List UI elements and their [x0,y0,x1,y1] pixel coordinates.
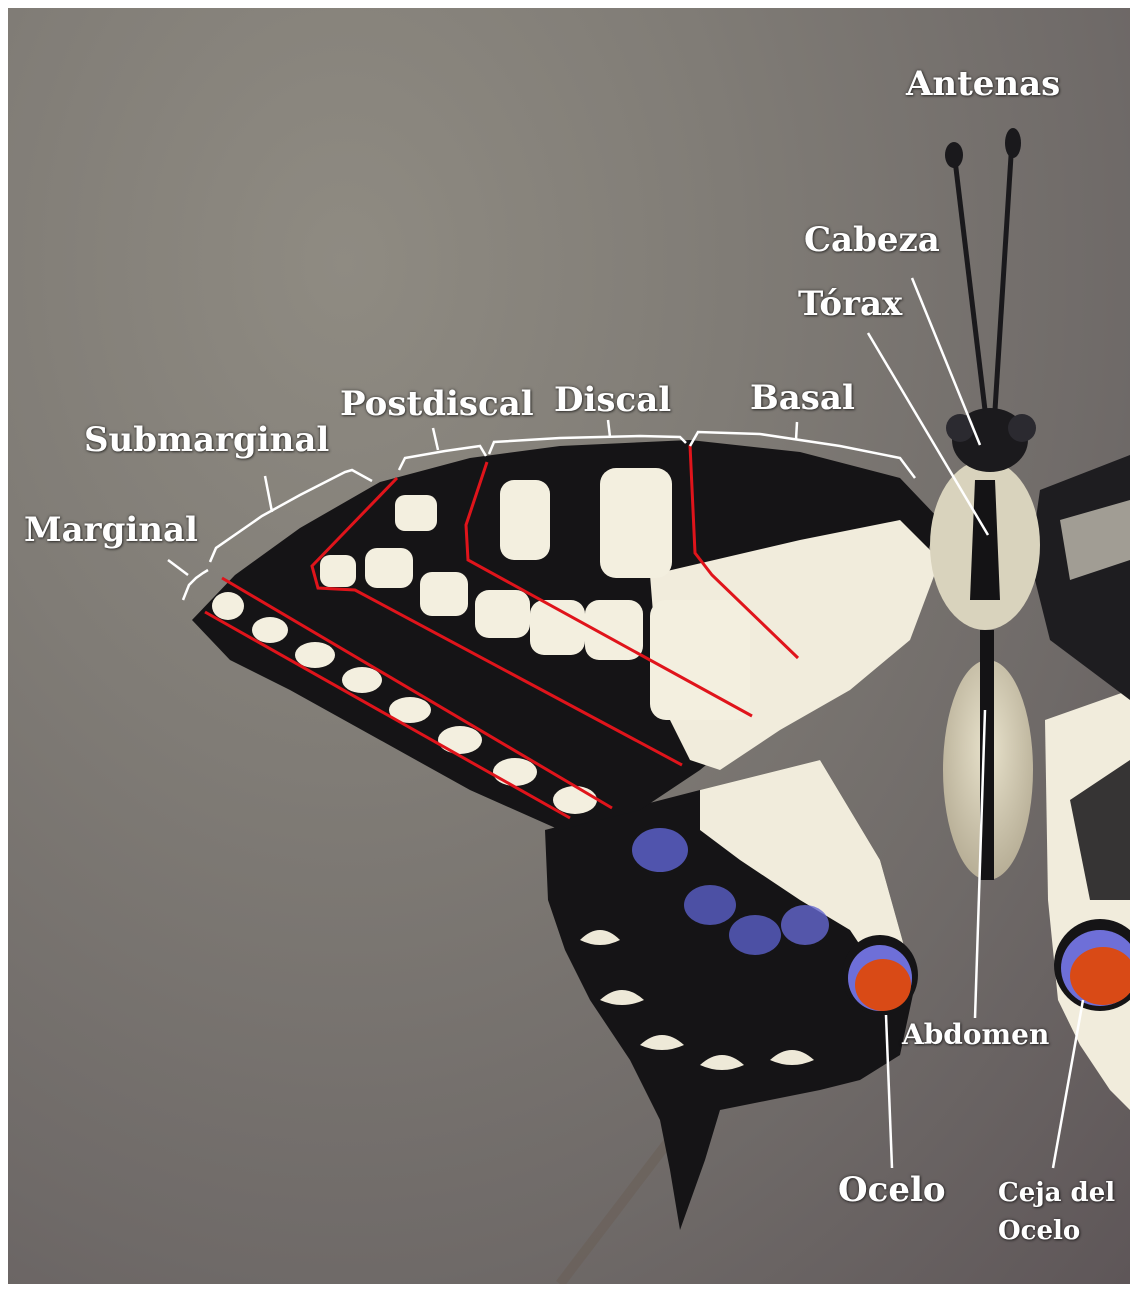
right-forewing [1030,455,1130,700]
discal-cell [500,480,550,560]
label-submarginal: Submarginal [84,420,329,460]
label-discal: Discal [554,380,671,420]
postdiscal-cell [395,495,437,531]
ceja-pointer [1053,1000,1083,1168]
body [930,408,1040,880]
marginal-spot [493,758,537,786]
butterfly-illustration [8,8,1130,1284]
marginal-spot [295,642,335,668]
label-ceja-line1: Ceja del [998,1174,1115,1212]
postdiscal-cell [320,555,356,587]
blue-scale [632,828,688,872]
marginal-spot [553,786,597,814]
ocelo-spot [855,959,911,1011]
hind-wing [545,760,918,1230]
label-ocelo: Ocelo [838,1170,946,1210]
eye [1008,414,1036,442]
postdiscal-cell [420,572,468,616]
butterfly-photo: Antenas Cabeza Tórax Basal Discal Postdi… [8,8,1130,1284]
label-marginal: Marginal [24,510,198,550]
postdiscal-cell [475,590,530,638]
label-postdiscal: Postdiscal [340,384,534,424]
label-ceja-line2: Ocelo [998,1212,1115,1250]
right-hind-wing [1045,690,1130,1110]
label-torax: Tórax [798,284,902,324]
discal-cell [650,600,750,720]
label-antenas: Antenas [906,64,1060,104]
marginal-spot [438,726,482,754]
label-basal: Basal [750,378,855,418]
marginal-spot [342,667,382,693]
forewing [192,440,940,830]
postdiscal-cell [365,548,413,588]
label-cabeza: Cabeza [804,220,940,260]
marginal-spot [252,617,288,643]
blue-scale [729,915,781,955]
antennae [945,128,1021,410]
label-abdomen: Abdomen [902,1018,1049,1051]
blue-scale [781,905,829,945]
blue-scale [684,885,736,925]
label-ceja-del-ocelo: Ceja del Ocelo [998,1174,1115,1250]
marginal-spot [212,592,244,620]
discal-cell [600,468,672,578]
